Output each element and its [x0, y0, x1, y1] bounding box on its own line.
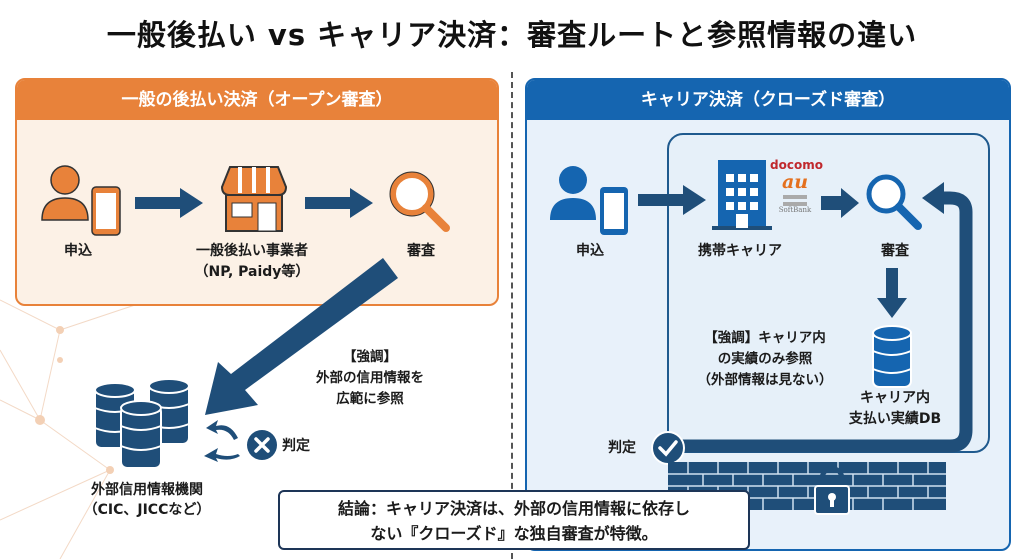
divider [511, 72, 513, 559]
review-label: 審査 [407, 243, 435, 259]
page-title: 一般後払い vs キャリア決済：審査ルートと参照情報の違い [106, 18, 918, 52]
review-label: 審査 [881, 243, 909, 259]
carrier-label: 携帯キャリア [698, 243, 782, 259]
conclusion-line: 結論：キャリア決済は、外部の信用情報に依存し [337, 499, 690, 518]
emphasis-note-line: （外部情報は見ない） [697, 372, 833, 388]
arrow-right-icon [135, 188, 203, 218]
reject-x-icon [247, 430, 277, 460]
database-cluster-icon [94, 378, 190, 469]
lock-icon [814, 466, 850, 515]
arrow-right-icon [638, 185, 706, 215]
database-icon [872, 325, 912, 388]
emphasis-note-line: 【強調】キャリア内 [704, 330, 826, 346]
arrow-right-icon [821, 188, 859, 218]
arrow-right-icon [305, 188, 373, 218]
arrow-down-icon [877, 268, 907, 318]
db-label: 外部信用情報機関 [91, 482, 203, 498]
au-logo: au [781, 171, 809, 193]
conclusion-line: ない『クローズド』な独自審査が特徴。 [370, 524, 658, 543]
carrier-db-sublabel: 支払い実績DB [848, 411, 942, 427]
carrier-db-label: キャリア内 [860, 390, 930, 406]
softbank-logo: SoftBank [778, 206, 812, 214]
conclusion-box: 結論：キャリア決済は、外部の信用情報に依存し ない『クローズド』な独自審査が特徴… [278, 490, 750, 550]
provider-sublabel: （NP, Paidy等） [194, 264, 310, 280]
apply-label: 申込 [576, 243, 604, 259]
person-phone-icon [41, 165, 121, 236]
closed-review-header: キャリア決済（クローズド審査） [527, 80, 1009, 120]
docomo-logo: docomo [770, 158, 823, 172]
magnifier-icon [866, 174, 922, 230]
open-review-header: 一般の後払い決済（オープン審査） [17, 80, 497, 120]
emphasis-note-line: 外部の信用情報を [316, 370, 424, 386]
db-sublabel: （CIC、JICCなど） [83, 502, 211, 518]
diagonal-arrow [205, 258, 398, 415]
approve-check-icon [651, 431, 685, 465]
emphasis-note-line: 広範に参照 [336, 391, 404, 407]
store-icon [220, 166, 288, 232]
magnifier-icon [389, 171, 450, 232]
person-phone-icon [550, 166, 628, 235]
judgement-label: 判定 [282, 438, 310, 454]
emphasis-note-line: の実績のみ参照 [717, 351, 813, 367]
carrier-logos: docomo au SoftBank [770, 158, 823, 214]
apply-label: 申込 [64, 243, 92, 259]
judgement-label: 判定 [608, 440, 636, 456]
building-icon [712, 160, 772, 230]
emphasis-note-title: 【強調】 [343, 349, 397, 365]
return-arrows-icon [204, 420, 240, 462]
provider-label: 一般後払い事業者 [196, 243, 308, 259]
